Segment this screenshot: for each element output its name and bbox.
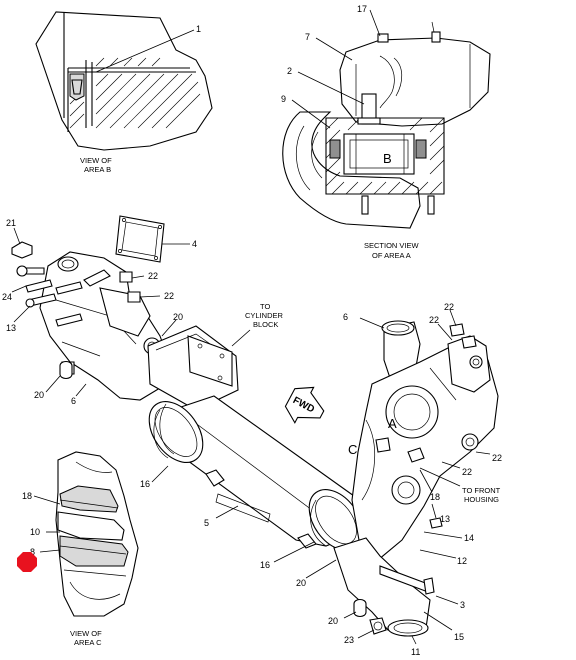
front-housing-caption-2: HOUSING xyxy=(464,495,499,504)
callout-22-b: 22 xyxy=(164,291,174,301)
flange-bracket: 20 TO CYLINDER BLOCK xyxy=(147,302,284,411)
callout-22-e: 22 xyxy=(492,453,502,463)
callout-12: 12 xyxy=(457,556,467,566)
area-letter-a: A xyxy=(388,416,397,431)
callout-13-left: 13 xyxy=(6,323,16,333)
callout-2: 2 xyxy=(287,66,292,76)
right-housing-assembly: 6 A C 22 22 22 22 18 TO FRONT HOUSING 13 xyxy=(296,302,502,657)
area-letter-c: C xyxy=(348,442,357,457)
callout-22-f: 22 xyxy=(462,467,472,477)
callout-16-mid: 16 xyxy=(140,479,150,489)
area-letter-b: B xyxy=(383,151,392,166)
gasket-part-4: 4 xyxy=(115,215,197,263)
cylinder-caption-3: BLOCK xyxy=(253,320,278,329)
callout-7: 7 xyxy=(305,32,310,42)
callout-18-left: 18 xyxy=(22,491,32,501)
callout-21: 21 xyxy=(6,218,16,228)
cylinder-caption-2: CYLINDER xyxy=(245,311,284,320)
callout-22-a: 22 xyxy=(148,271,158,281)
view-area-b: 1 VIEW OF AREA B xyxy=(35,11,213,174)
callout-20-flange: 20 xyxy=(173,312,183,322)
callout-15: 15 xyxy=(454,632,464,642)
callout-6-left: 6 xyxy=(71,396,76,406)
section-area-a-caption-1: SECTION VIEW xyxy=(364,241,420,250)
cylinder-caption-1: TO xyxy=(260,302,270,311)
callout-1: 1 xyxy=(196,24,201,34)
callout-13-right: 13 xyxy=(440,514,450,524)
callout-24: 24 xyxy=(2,292,12,302)
callout-20-bottom: 20 xyxy=(328,616,338,626)
view-area-b-caption-1: VIEW OF xyxy=(80,156,112,165)
view-area-b-caption-2: AREA B xyxy=(84,165,111,174)
callout-6-right: 6 xyxy=(343,312,348,322)
callout-20-low: 20 xyxy=(296,578,306,588)
callout-17: 17 xyxy=(357,4,367,14)
callout-18-right: 18 xyxy=(430,492,440,502)
callout-8: 8 xyxy=(30,547,35,557)
view-area-c-caption-2: AREA C xyxy=(74,638,102,647)
callout-5: 5 xyxy=(204,518,209,528)
section-area-a-caption-2: OF AREA A xyxy=(372,251,411,260)
section-view-area-a: B 17 7 2 9 SECTION VIEW OF AREA A xyxy=(281,4,491,260)
callout-11: 11 xyxy=(411,647,420,657)
callout-22-d: 22 xyxy=(429,315,439,325)
front-housing-caption-1: TO FRONT xyxy=(462,486,501,495)
callout-23: 23 xyxy=(344,635,354,645)
fwd-arrow: FWD xyxy=(284,386,325,424)
callout-20-left: 20 xyxy=(34,390,44,400)
callout-9: 9 xyxy=(281,94,286,104)
callout-14: 14 xyxy=(464,533,474,543)
view-area-c: 18 10 8 VIEW OF AREA C xyxy=(22,451,139,647)
callout-10: 10 xyxy=(30,527,40,537)
callout-16-low: 16 xyxy=(260,560,270,570)
callout-4: 4 xyxy=(192,239,197,249)
view-area-c-caption-1: VIEW OF xyxy=(70,629,102,638)
left-fasteners: 21 24 13 22 22 20 xyxy=(2,218,174,400)
callout-3: 3 xyxy=(460,600,465,610)
pipe-part-5: 16 5 16 xyxy=(140,395,364,570)
red-octagon-marker xyxy=(17,552,37,572)
callout-22-c: 22 xyxy=(444,302,454,312)
